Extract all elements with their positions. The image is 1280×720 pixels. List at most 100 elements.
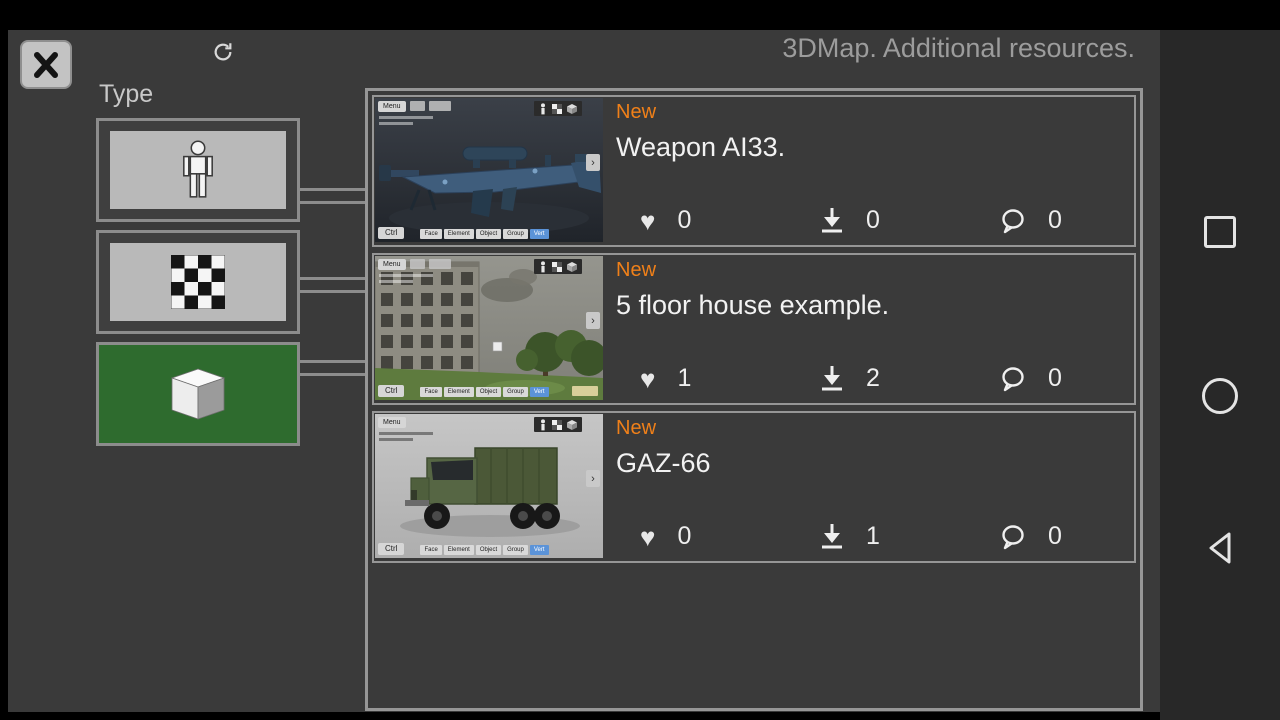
tool-object: Object bbox=[475, 229, 502, 239]
tool-group: Group bbox=[503, 229, 528, 239]
editor-tool-buttons: Face Element Object Group Vert bbox=[420, 229, 549, 239]
editor-side-arrow-button bbox=[586, 154, 600, 171]
heart-icon: ♥ bbox=[640, 205, 656, 236]
resource-thumbnail: Menu bbox=[375, 414, 603, 558]
tool-face: Face bbox=[420, 387, 442, 397]
textures-thumb bbox=[110, 243, 286, 321]
resource-stats: ♥ 0 0 bbox=[616, 206, 1180, 245]
tool-group: Group bbox=[503, 545, 528, 555]
editor-bottombar: Ctrl Face Element Object Group Vert bbox=[378, 543, 600, 555]
connector-characters bbox=[297, 188, 365, 214]
editor-topbar: Menu bbox=[378, 259, 600, 274]
mini-cube-icon bbox=[567, 261, 577, 272]
models-thumb bbox=[110, 355, 286, 433]
resource-card[interactable]: Menu bbox=[372, 411, 1136, 563]
refresh-button[interactable] bbox=[212, 41, 234, 63]
editor-side-arrow-button bbox=[586, 470, 600, 487]
main-panel: 3DMap. Additional resources. Type bbox=[8, 30, 1160, 712]
player-icon bbox=[541, 418, 545, 430]
editor-mode-icons bbox=[534, 259, 582, 274]
editor-ctrl-button: Ctrl bbox=[378, 543, 405, 555]
resource-info: New Weapon AI33. ♥ 0 bbox=[604, 97, 1186, 245]
back-triangle-icon bbox=[1209, 532, 1231, 564]
new-badge: New bbox=[616, 101, 657, 123]
downloads-count: 0 bbox=[866, 206, 880, 234]
house-scene bbox=[375, 256, 603, 400]
connector-models bbox=[297, 360, 365, 386]
editor-mode-icons bbox=[534, 417, 582, 432]
likes-stat: ♥ 1 bbox=[640, 364, 820, 393]
close-button[interactable] bbox=[20, 40, 72, 89]
editor-toolbar-button bbox=[428, 259, 451, 269]
resource-stats: ♥ 1 2 bbox=[616, 364, 1180, 403]
resource-info: New GAZ-66 ♥ 0 bbox=[604, 413, 1186, 561]
home-circle-icon bbox=[1202, 378, 1238, 414]
checker-flag-icon bbox=[552, 103, 562, 114]
editor-ctrl-button: Ctrl bbox=[378, 227, 405, 239]
downloads-stat: 0 bbox=[820, 206, 1000, 235]
editor-side-arrow-button bbox=[586, 312, 600, 329]
download-icon bbox=[822, 208, 842, 233]
tool-object: Object bbox=[475, 545, 502, 555]
checkerboard-icon bbox=[171, 255, 225, 309]
type-filter-panel bbox=[96, 118, 300, 454]
recent-apps-button[interactable] bbox=[1160, 216, 1280, 248]
refresh-icon bbox=[214, 43, 232, 61]
resource-info: New 5 floor house example. ♥ 1 bbox=[604, 255, 1186, 403]
download-icon bbox=[822, 366, 842, 391]
editor-extra-button bbox=[572, 386, 598, 396]
type-button-textures[interactable] bbox=[96, 230, 300, 334]
type-section-label: Type bbox=[99, 80, 154, 108]
resource-title: GAZ-66 bbox=[616, 448, 711, 478]
downloads-count: 2 bbox=[866, 364, 880, 392]
editor-tool-buttons: Face Element Object Group Vert bbox=[420, 545, 549, 555]
weapon-scene bbox=[375, 98, 603, 242]
recents-square-icon bbox=[1204, 216, 1236, 248]
editor-bottombar: Ctrl Face Element Object Group Vert bbox=[378, 227, 600, 239]
downloads-count: 1 bbox=[866, 522, 880, 550]
tool-element: Element bbox=[443, 387, 474, 397]
heart-icon: ♥ bbox=[640, 521, 656, 552]
page-title: 3DMap. Additional resources. bbox=[782, 33, 1135, 63]
editor-mode-icons bbox=[534, 101, 582, 116]
resource-list: Menu bbox=[365, 88, 1143, 711]
home-button[interactable] bbox=[1160, 378, 1280, 414]
truck-scene bbox=[375, 414, 603, 558]
editor-toolbar-button bbox=[409, 417, 425, 427]
editor-toolbar-button bbox=[428, 417, 451, 427]
editor-topbar: Menu bbox=[378, 417, 600, 432]
likes-count: 0 bbox=[677, 522, 692, 550]
comments-stat: 0 bbox=[1000, 364, 1180, 393]
back-button[interactable] bbox=[1160, 530, 1280, 566]
comments-count: 0 bbox=[1048, 364, 1062, 392]
comments-stat: 0 bbox=[1000, 206, 1180, 235]
editor-info-text bbox=[379, 116, 433, 128]
comments-stat: 0 bbox=[1000, 522, 1180, 551]
resource-card[interactable]: Menu bbox=[372, 253, 1136, 405]
editor-topbar: Menu bbox=[378, 101, 600, 116]
new-badge: New bbox=[616, 417, 657, 439]
resource-card[interactable]: Menu bbox=[372, 95, 1136, 247]
comment-icon bbox=[1002, 366, 1024, 391]
comments-count: 0 bbox=[1048, 206, 1062, 234]
comment-icon bbox=[1002, 208, 1024, 233]
editor-menu-button: Menu bbox=[378, 259, 406, 270]
editor-ctrl-button: Ctrl bbox=[378, 385, 405, 397]
cube-icon bbox=[170, 368, 226, 420]
tool-element: Element bbox=[443, 229, 474, 239]
resource-thumbnail: Menu bbox=[375, 98, 603, 242]
comment-icon bbox=[1002, 524, 1024, 549]
checker-flag-icon bbox=[552, 261, 562, 272]
checker-flag-icon bbox=[552, 419, 562, 430]
type-button-models[interactable] bbox=[96, 342, 300, 446]
editor-info-text bbox=[379, 274, 433, 286]
tool-group: Group bbox=[503, 387, 528, 397]
tool-vert: Vert bbox=[529, 229, 549, 239]
tool-object: Object bbox=[475, 387, 502, 397]
type-button-characters[interactable] bbox=[96, 118, 300, 222]
likes-count: 1 bbox=[677, 364, 692, 392]
android-nav-bar bbox=[1160, 30, 1280, 720]
likes-count: 0 bbox=[677, 206, 692, 234]
characters-thumb bbox=[110, 131, 286, 209]
